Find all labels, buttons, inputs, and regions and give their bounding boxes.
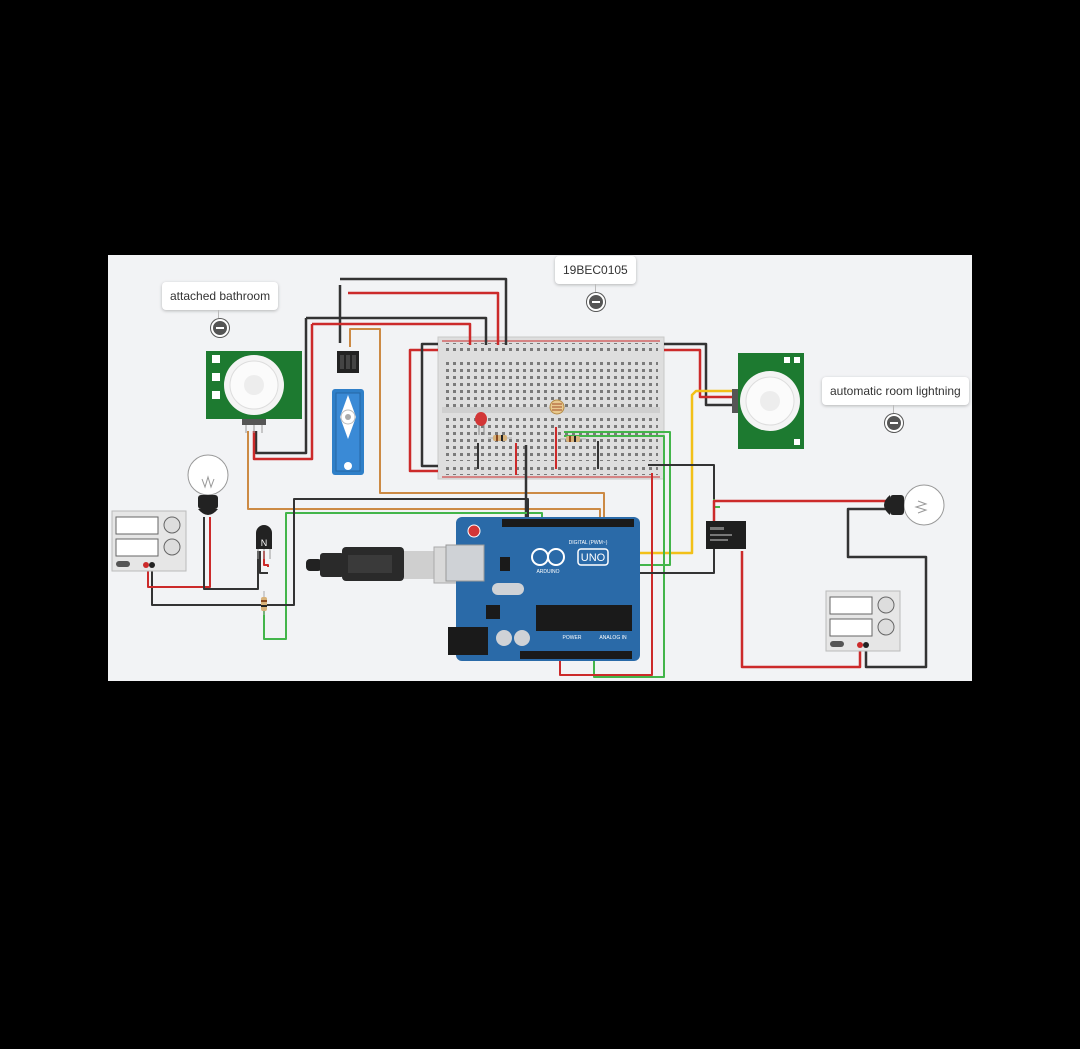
analog-pins-label: ANALOG IN bbox=[599, 635, 627, 641]
light-bulb-icon[interactable] bbox=[884, 484, 945, 526]
resistor-icon[interactable] bbox=[261, 591, 267, 615]
led-icon[interactable] bbox=[475, 412, 487, 435]
relay-icon[interactable] bbox=[706, 521, 746, 549]
power-pins-label: POWER bbox=[563, 635, 582, 641]
servo-icon[interactable] bbox=[332, 351, 364, 475]
resistor-icon[interactable] bbox=[488, 435, 512, 441]
power-supply-icon[interactable] bbox=[111, 510, 187, 572]
transistor-label: N bbox=[261, 538, 268, 548]
arduino-logo-text: UNO bbox=[581, 552, 606, 564]
circuit-canvas[interactable]: N bbox=[108, 255, 972, 681]
photoresistor-icon[interactable] bbox=[549, 399, 565, 415]
circuit-diagram: N bbox=[111, 277, 945, 678]
resistor-icon[interactable] bbox=[560, 436, 586, 442]
arduino-brand-text: ARDUINO bbox=[536, 569, 559, 575]
transistor-icon[interactable] bbox=[256, 525, 272, 559]
note-student-id[interactable]: 19BEC0105 bbox=[555, 256, 636, 284]
digital-pins-label: DIGITAL (PWM~) bbox=[569, 540, 608, 546]
pir-sensor-icon[interactable] bbox=[206, 351, 302, 433]
pir-sensor-icon[interactable] bbox=[732, 353, 804, 449]
arduino-board[interactable] bbox=[445, 517, 640, 661]
collapse-note-icon[interactable] bbox=[211, 319, 229, 337]
collapse-note-icon[interactable] bbox=[587, 293, 605, 311]
note-automatic-room[interactable]: automatic room lightning bbox=[822, 377, 969, 405]
note-attached-bathroom[interactable]: attached bathroom bbox=[162, 282, 279, 310]
light-bulb-icon[interactable] bbox=[187, 454, 229, 515]
power-supply-icon[interactable] bbox=[825, 590, 901, 652]
collapse-note-icon[interactable] bbox=[885, 414, 903, 432]
